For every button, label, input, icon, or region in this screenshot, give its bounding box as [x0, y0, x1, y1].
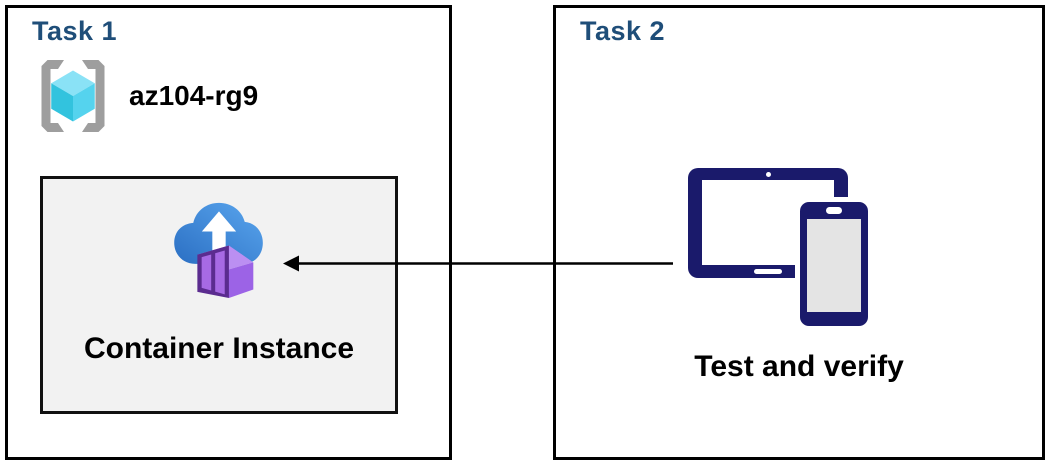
phone-icon [800, 202, 868, 326]
task2-title: Task 2 [580, 16, 666, 46]
phone-screen [807, 219, 861, 312]
container-instance-box: Container Instance [40, 176, 398, 414]
task1-panel: Task 1 az104-rg9 [5, 5, 452, 460]
test-and-verify-label: Test and verify [694, 350, 904, 383]
tablet-and-phone-icon [688, 168, 873, 336]
resource-group-icon [41, 60, 105, 132]
task2-panel: Task 2 Test and verify [553, 5, 1045, 460]
container-instance-icon [174, 202, 263, 298]
task1-title: Task 1 [32, 16, 118, 46]
tablet-home-button [754, 269, 782, 274]
tablet-camera-dot [765, 172, 771, 177]
resource-group-row: az104-rg9 [35, 60, 258, 132]
resource-group-name: az104-rg9 [129, 80, 259, 111]
container-instance-label: Container Instance [83, 332, 355, 365]
phone-speaker [826, 207, 842, 214]
